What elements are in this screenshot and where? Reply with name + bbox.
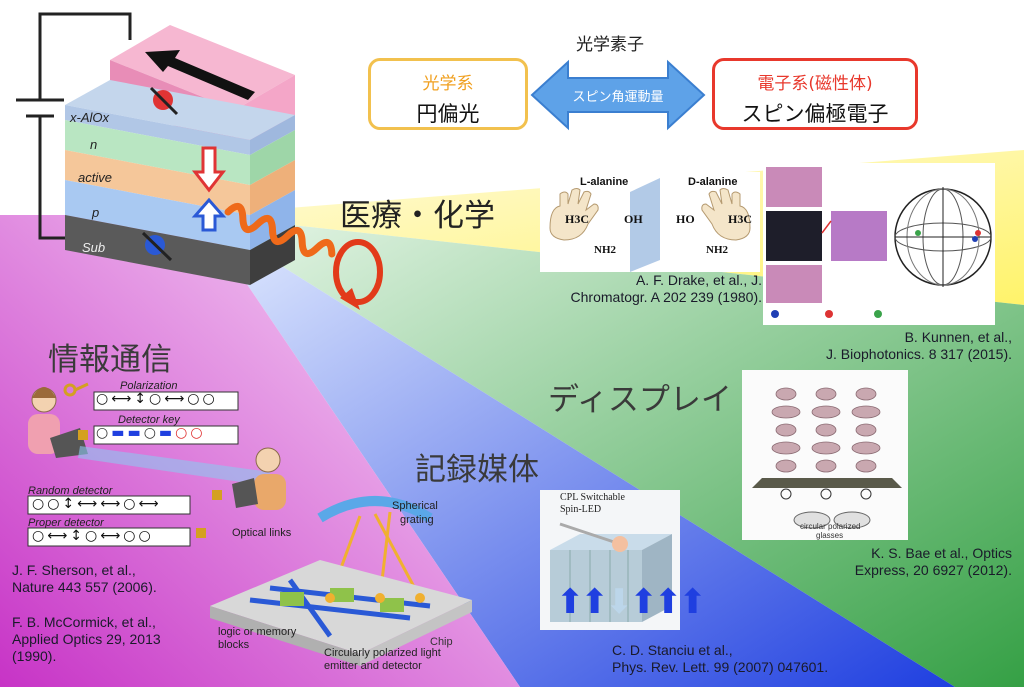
citation-bae: K. S. Bae et al., Optics Express, 20 692… bbox=[760, 545, 1012, 579]
heading-display: ディスプレイ bbox=[548, 382, 732, 418]
spherical-label-1: Spherical bbox=[392, 500, 438, 512]
polarization-label: Polarization bbox=[120, 380, 178, 392]
detector-key-glyphs: ○▬▬○▬○○ bbox=[96, 425, 206, 441]
blue-region bbox=[200, 215, 955, 687]
optical-system-title: 光学系 bbox=[422, 74, 474, 94]
l-oh-label: OH bbox=[624, 212, 643, 226]
cpl-spin-led-figure bbox=[540, 490, 680, 630]
l-nh2-label: NH2 bbox=[594, 244, 616, 256]
chip-grating-figure bbox=[210, 496, 472, 666]
citation-mccormick-line1: F. B. McCormick, et al., bbox=[12, 614, 156, 630]
polarization-glyphs: ○⟷↕○⟷○○ bbox=[96, 391, 218, 407]
d-h3c-label: H3C bbox=[728, 212, 752, 226]
cpl-label-1: CPL Switchable bbox=[560, 492, 625, 503]
citation-mccormick: F. B. McCormick, et al., Applied Optics … bbox=[12, 614, 222, 665]
citation-bae-line2: Express, 20 6927 (2012). bbox=[854, 562, 1012, 578]
optical-system-box: 光学系 円偏光 bbox=[368, 58, 528, 130]
random-detector-glyphs: ○○↕⟷⟷○⟷ bbox=[32, 496, 162, 512]
glasses-label-2: glasses bbox=[816, 531, 844, 540]
citation-stanciu-line2: Phys. Rev. Lett. 99 (2007) 047601. bbox=[612, 659, 829, 675]
spherical-label-2: grating bbox=[400, 514, 434, 526]
citation-drake-line2: Chromatogr. A 202 239 (1980). bbox=[570, 289, 762, 305]
chip-label: Chip bbox=[430, 636, 453, 648]
logic-label-2: blocks bbox=[218, 639, 250, 651]
emitter-label-1: Circularly polarized light bbox=[324, 647, 441, 659]
heading-storage: 記録媒体 bbox=[415, 452, 539, 488]
logic-label-1: logic or memory bbox=[218, 626, 297, 638]
cpl-label-2: Spin-LED bbox=[560, 504, 602, 515]
spin-angular-momentum-label: スピン角運動量 bbox=[572, 90, 664, 105]
citation-drake-line1: A. F. Drake, et al., J. bbox=[635, 272, 762, 288]
alanine-hands-figure bbox=[540, 172, 760, 272]
l-alanine-label: L-alanine bbox=[580, 176, 629, 188]
citation-sherson: J. F. Sherson, et al., Nature 443 557 (2… bbox=[12, 562, 212, 596]
citation-mccormick-line3: (1990). bbox=[12, 648, 57, 664]
green-region bbox=[200, 215, 1024, 687]
optical-system-sub: 円偏光 bbox=[416, 102, 480, 126]
d-ho-label: HO bbox=[676, 212, 695, 226]
citation-kunnen: B. Kunnen, et al., J. Biophotonics. 8 31… bbox=[768, 329, 1012, 363]
detector-key-label: Detector key bbox=[118, 414, 180, 426]
d-alanine-label: D-alanine bbox=[688, 176, 738, 188]
citation-stanciu-line1: C. D. Stanciu et al., bbox=[612, 642, 733, 658]
emitted-light-wave bbox=[224, 202, 383, 310]
storage-arrows: ⬆⬆⬇⬆⬆⬆ bbox=[556, 582, 707, 622]
citation-mccormick-line2: Applied Optics 29, 2013 bbox=[12, 631, 161, 647]
electronic-system-sub: スピン偏極電子 bbox=[741, 102, 889, 126]
electronic-system-box: 電子系(磁性体) スピン偏極電子 bbox=[712, 58, 918, 130]
l-h3c-label: H3C bbox=[565, 212, 589, 226]
heading-info: 情報通信 bbox=[48, 342, 172, 378]
polarization-row bbox=[93, 391, 239, 411]
citation-kunnen-line1: B. Kunnen, et al., bbox=[904, 329, 1012, 345]
layer-label-alox: x-AlOx bbox=[70, 110, 109, 125]
cholesteric-display-figure bbox=[742, 370, 908, 540]
citation-sherson-line1: J. F. Sherson, et al., bbox=[12, 562, 136, 578]
qkd-figure bbox=[27, 382, 286, 547]
citation-drake: A. F. Drake, et al., J. Chromatogr. A 20… bbox=[500, 272, 762, 306]
proper-detector-label: Proper detector bbox=[28, 517, 104, 529]
double-arrow bbox=[530, 59, 706, 131]
glasses-label-1: circular polarized bbox=[800, 522, 861, 531]
proper-detector-glyphs: ○⟷↕○⟷○○ bbox=[32, 528, 154, 544]
citation-kunnen-line2: J. Biophotonics. 8 317 (2015). bbox=[825, 346, 1012, 362]
d-nh2-label: NH2 bbox=[706, 244, 728, 256]
random-detector-label: Random detector bbox=[28, 485, 113, 497]
emitter-label-2: emitter and detector bbox=[324, 660, 422, 672]
optical-element-label: 光学素子 bbox=[576, 35, 644, 55]
optical-links-label: Optical links bbox=[232, 527, 292, 539]
layer-label-p: p bbox=[92, 205, 100, 220]
electronic-system-title: 電子系(磁性体) bbox=[757, 74, 873, 94]
tissue-sphere-figure bbox=[763, 163, 995, 325]
layer-label-sub: Sub bbox=[82, 240, 106, 255]
detector-key-row bbox=[93, 425, 239, 445]
citation-bae-line1: K. S. Bae et al., Optics bbox=[871, 545, 1012, 561]
citation-stanciu: C. D. Stanciu et al., Phys. Rev. Lett. 9… bbox=[612, 642, 912, 676]
layer-label-n: n bbox=[90, 137, 98, 152]
citation-sherson-line2: Nature 443 557 (2006). bbox=[12, 579, 157, 595]
heading-medical: 医療・化学 bbox=[340, 198, 495, 234]
spin-led-device bbox=[65, 25, 295, 285]
layer-label-active: active bbox=[78, 170, 112, 185]
